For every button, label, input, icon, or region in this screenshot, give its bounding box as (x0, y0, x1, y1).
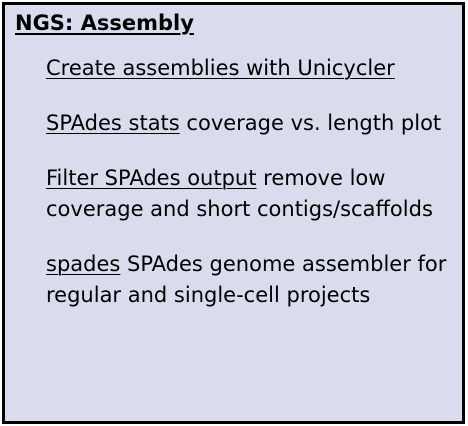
spades-description: SPAdes genome assembler for regular and … (46, 252, 447, 307)
spades-stats-description: coverage vs. length plot (186, 111, 442, 135)
filter-spades-description: remove low coverage and short contigs/sc… (46, 166, 433, 221)
tool-item-spades-stats: SPAdes stats coverage vs. length plot (46, 108, 451, 139)
tool-item-unicycler: Create assemblies with Unicycler (46, 53, 451, 84)
filter-spades-tool-link[interactable]: Filter SPAdes output (46, 166, 257, 190)
tool-item-spades: spades SPAdes genome assembler for regul… (46, 249, 451, 311)
tool-item-filter-spades: Filter SPAdes output remove low coverage… (46, 163, 451, 225)
tool-list: Create assemblies with Unicycler SPAdes … (46, 53, 451, 311)
section-title[interactable]: NGS: Assembly (15, 11, 194, 35)
unicycler-tool-link[interactable]: Create assemblies with Unicycler (46, 56, 395, 80)
spades-stats-tool-link[interactable]: SPAdes stats (46, 111, 180, 135)
spades-tool-link[interactable]: spades (46, 252, 121, 276)
